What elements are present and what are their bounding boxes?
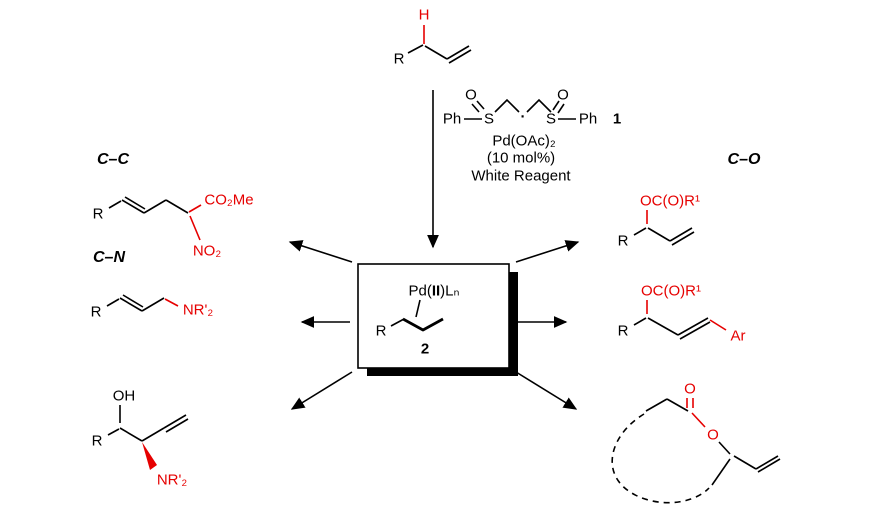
allylic-h-label: H [418, 6, 430, 24]
sulfoxide-dot: · [520, 108, 526, 126]
arrow-upper-left [288, 240, 353, 263]
arrow-upper-right [515, 240, 580, 263]
branched-ester-structure [633, 210, 695, 246]
substrate-structure [407, 25, 472, 64]
cc-product-ester-label: CO₂Me [204, 191, 254, 209]
sulfoxide-o-left-label: O [465, 86, 477, 104]
pd-prefix: Pd( [408, 282, 432, 300]
macrolactone-ester-o-label: O [707, 426, 719, 444]
amino-alcohol-r-label: R [91, 432, 103, 450]
cn-product-r-label: R [90, 303, 102, 321]
sulfoxide-s-left-label: S [483, 110, 495, 128]
compound-2-number: 2 [420, 340, 430, 358]
sulfoxide-s-right-label: S [545, 110, 557, 128]
linear-ester-aryl-label: Ar [730, 327, 746, 345]
macrolactone-carbonyl-o-label: O [684, 380, 696, 398]
pd-allyl-structure [390, 299, 444, 332]
pd-allyl-complex-label: Pd(II)Lₙ [408, 284, 459, 299]
macrolactone-structure [611, 398, 781, 504]
amino-alcohol-amine-label: NR'₂ [156, 471, 188, 489]
cn-product-amine-label: NR'₂ [182, 301, 214, 319]
product-arrows [288, 240, 580, 410]
sulfoxide-o-right-label: O [557, 86, 569, 104]
sulfoxide-ph-left-label: Ph [442, 110, 462, 128]
intermediate-r-label: R [375, 322, 387, 340]
catalyst-loading-label: (10 mol%) [486, 149, 556, 167]
linear-ester-structure [633, 300, 727, 340]
arrow-lower-left [290, 371, 353, 410]
cc-product-structure [108, 196, 202, 241]
co-bond-type-label: C–O [727, 151, 761, 168]
linear-ester-group-label: OC(O)R¹ [641, 282, 701, 300]
reagent-name-label: White Reagent [471, 167, 571, 185]
intermediate-box [357, 263, 518, 376]
pd-oxidation-state: II [431, 282, 441, 300]
pd-suffix: )Lₙ [440, 282, 460, 300]
branched-ester-r-label: R [617, 232, 629, 250]
cc-product-nitro-label: NO₂ [192, 242, 222, 260]
amino-alcohol-structure [107, 405, 189, 470]
bis-sulfoxide-structure [464, 98, 576, 120]
arrow-lower-right [515, 371, 578, 410]
compound-1-number: 1 [612, 110, 622, 128]
branched-ester-group-label: OC(O)R¹ [640, 192, 700, 210]
cn-bond-type-label: C–N [92, 249, 126, 266]
substrate-r-label: R [393, 50, 405, 68]
cc-bond-type-label: C–C [96, 151, 130, 168]
catalyst-label: Pd(OAc)₂ [492, 132, 556, 150]
cn-product-structure [106, 294, 179, 312]
sulfoxide-ph-right-label: Ph [578, 110, 598, 128]
amino-alcohol-oh-label: OH [112, 387, 136, 405]
linear-ester-r-label: R [617, 322, 629, 340]
cc-product-r-label: R [92, 205, 104, 223]
